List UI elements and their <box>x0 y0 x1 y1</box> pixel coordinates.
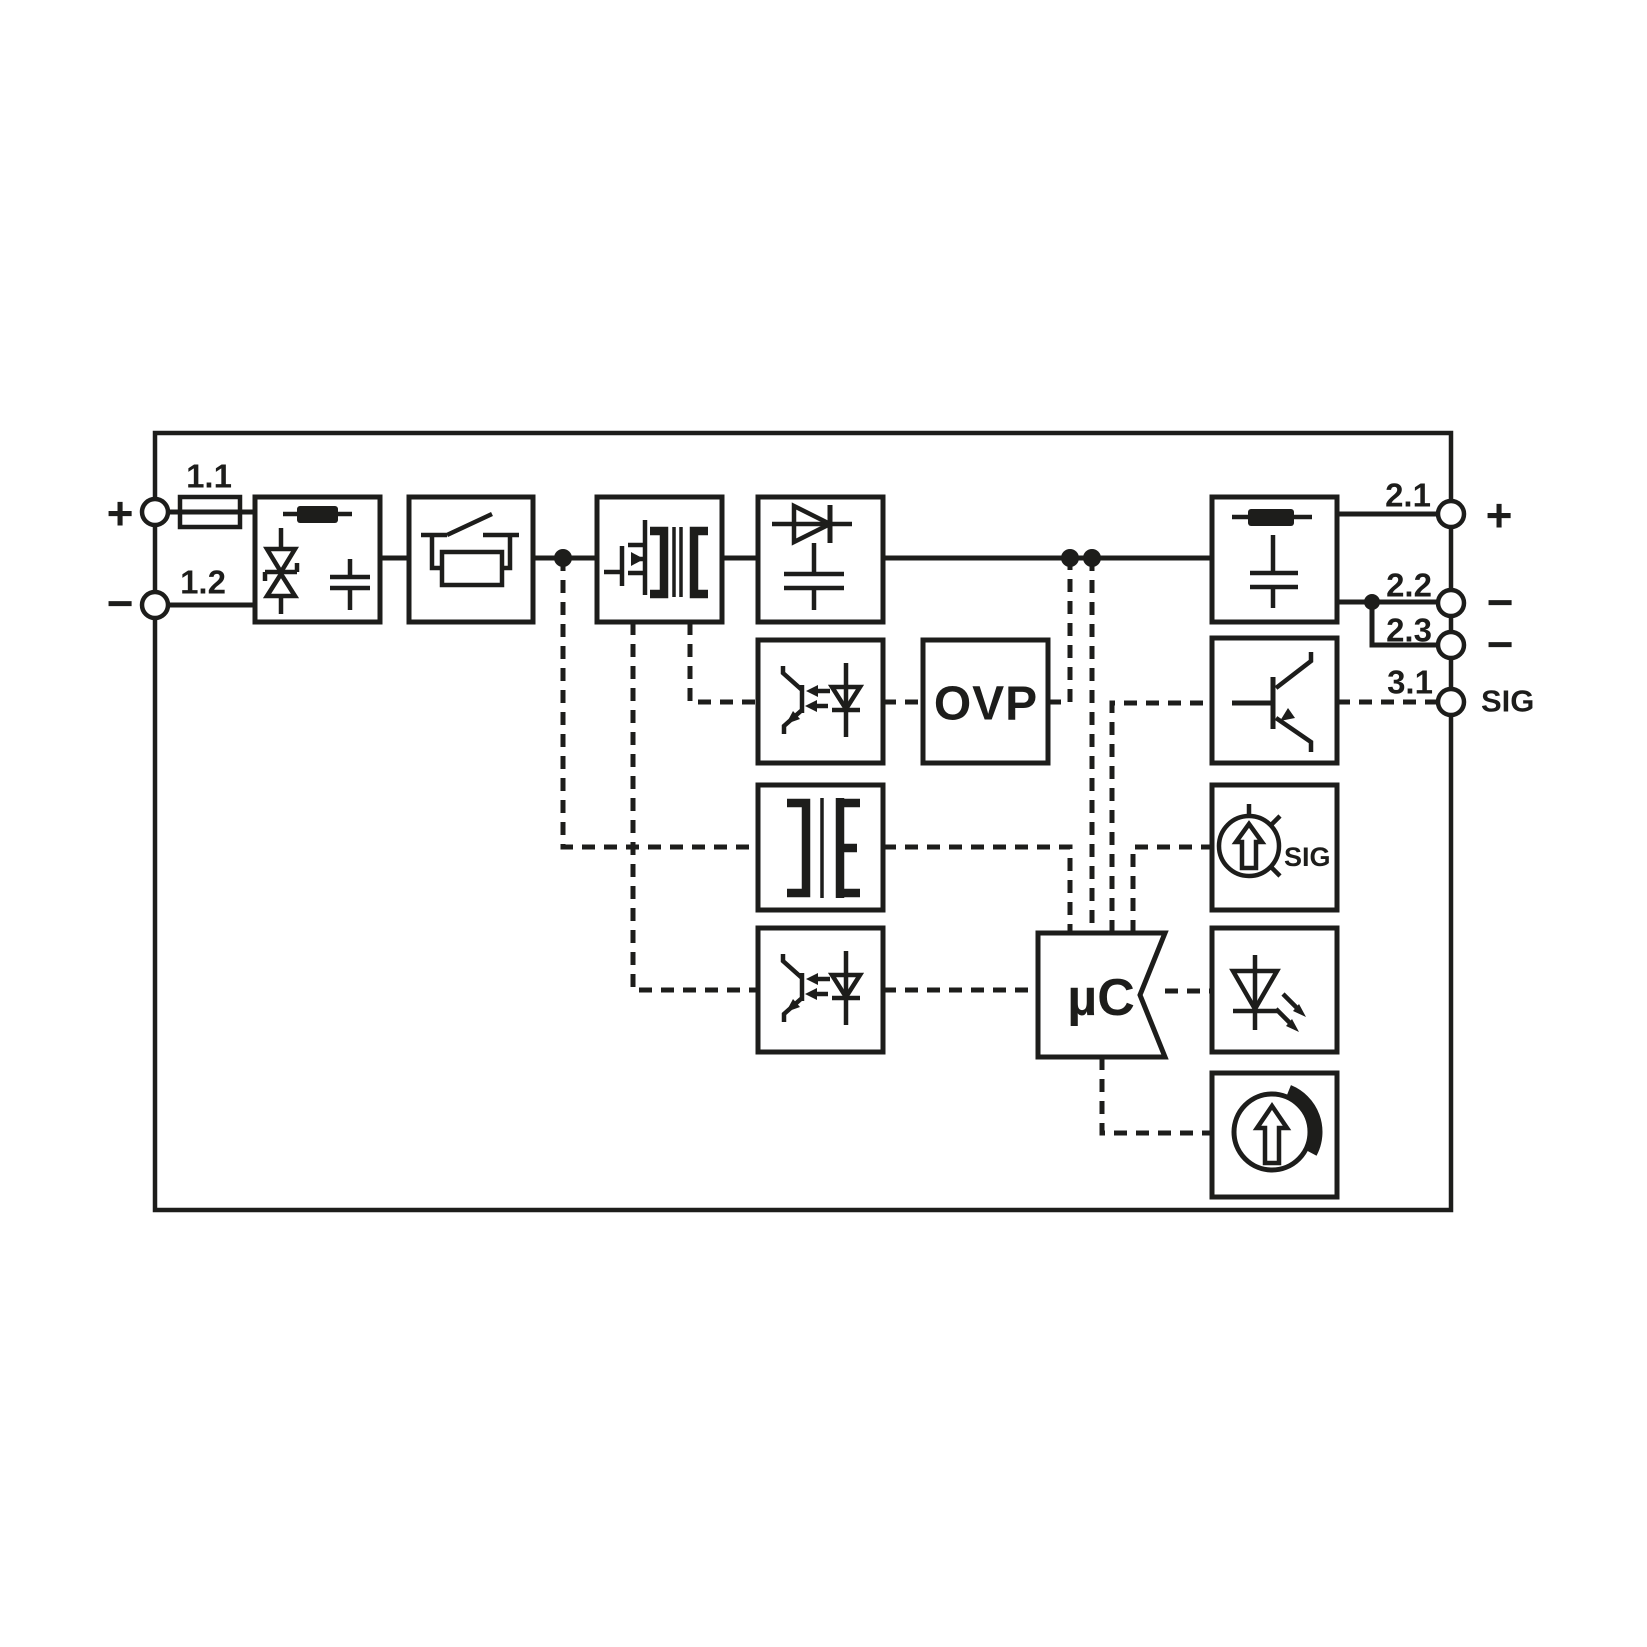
junction-dot <box>1061 549 1079 567</box>
block-microcontroller <box>1035 930 1169 1060</box>
inductor-icon <box>297 506 338 523</box>
ovp-label: OVP <box>934 678 1038 731</box>
terminal-2.1 <box>1435 498 1467 530</box>
block-inrush-limiter <box>406 494 536 625</box>
block-rectifier <box>755 494 886 625</box>
polarity-output-plus: + <box>1486 489 1513 541</box>
transistor-base <box>1232 677 1276 729</box>
led-triangle <box>1229 968 1281 1014</box>
tvs-diode-icon-lower <box>262 569 300 599</box>
capacitor-icon <box>784 543 844 610</box>
block-sig-trimmer <box>1209 782 1340 913</box>
junction-dots <box>554 549 1380 610</box>
led-triangle <box>827 972 865 1002</box>
junction-dot <box>1364 594 1380 610</box>
junction-dot <box>554 549 572 567</box>
terminal-3.1 <box>1435 686 1467 718</box>
potentiometer-icon <box>1231 1085 1323 1173</box>
polarity-input-plus: + <box>107 487 134 539</box>
tvs-diode-icon-upper <box>262 546 300 577</box>
signal-transformer-to-uc <box>883 844 1073 933</box>
isolation-transformer-icon <box>787 798 860 898</box>
potentiometer-knob-arc <box>1285 1085 1323 1156</box>
sig-trimmer-label: SIG <box>1284 842 1331 872</box>
signal-bus-to-isolation-transformer <box>560 558 758 850</box>
capacitor-icon <box>330 559 370 610</box>
light-arrow-head <box>806 685 818 697</box>
signal-uc-to-potentiometer <box>1099 1057 1212 1136</box>
output-filter-icon <box>1232 509 1312 608</box>
core-bracket-left <box>787 798 811 898</box>
signal-transistor-icon <box>1232 652 1314 752</box>
mosfet-arrow <box>631 552 644 566</box>
polarity-output-minus-1: − <box>1487 576 1514 628</box>
inrush-limiter-icon <box>421 511 519 588</box>
terminal-label-2.2: 2.2 <box>1386 567 1432 604</box>
transistor-collector-emitter <box>1274 652 1314 752</box>
led-triangle <box>827 684 865 714</box>
sig-trimmer-icon: SIG <box>1216 804 1331 879</box>
terminal-1.1 <box>139 496 171 528</box>
terminal-label-1.1: 1.1 <box>186 458 232 495</box>
terminal-2.2 <box>1435 587 1467 619</box>
trimmer-arrow-icon <box>1231 820 1267 871</box>
polarity-input-minus: − <box>107 577 134 629</box>
block-control-optocoupler <box>755 925 886 1055</box>
module-border <box>152 430 1454 1213</box>
transformer-winding-left <box>650 526 669 599</box>
terminal-label-2.1: 2.1 <box>1385 477 1431 514</box>
diode-icon <box>791 502 836 546</box>
light-arrow-head <box>805 988 817 1000</box>
block-feedback-optocoupler <box>755 637 886 766</box>
terminals <box>139 496 1467 718</box>
switching-stage-icon <box>604 520 708 599</box>
transformer-winding-right <box>689 526 708 599</box>
emission-arrow-head <box>1286 1019 1299 1032</box>
signal-ovp-to-bus <box>1048 558 1073 705</box>
trimmer-tick-marks <box>1246 804 1282 878</box>
block-ovp <box>920 637 1051 766</box>
phototransistor-arrow <box>786 999 800 1012</box>
signal-switchstage-to-opto2 <box>630 622 758 993</box>
mosfet-icon <box>604 520 648 595</box>
transistor-arrow <box>1280 708 1295 721</box>
signal-switchstage-to-opto1 <box>687 622 758 705</box>
terminal-2.3 <box>1435 629 1467 661</box>
transformer-core-lines <box>672 527 683 597</box>
terminal-label-3.1: 3.1 <box>1387 664 1433 701</box>
microcontroller-label: µC <box>1067 969 1135 1027</box>
phototransistor-arrow <box>786 711 800 724</box>
wire-output-23 <box>1369 602 1438 648</box>
light-arrow-head <box>806 973 818 985</box>
block-switching-stage <box>594 494 725 625</box>
switch-icon <box>421 511 519 571</box>
resistor-icon <box>439 549 505 588</box>
terminal-labels: 1.1 1.2 + − 2.1 2.2 2.3 3.1 + − − SIG <box>107 458 1535 719</box>
terminal-label-1.2: 1.2 <box>180 564 226 601</box>
status-led-icon <box>1229 955 1306 1032</box>
junction-dot <box>1083 549 1101 567</box>
polarity-output-minus-2: − <box>1487 618 1514 670</box>
signal-terminal-label: SIG <box>1481 684 1534 719</box>
signal-uc-to-transistor <box>1109 700 1212 933</box>
potentiometer-arrow-icon <box>1252 1102 1292 1166</box>
inductor-icon <box>1248 509 1294 526</box>
signal-uc-to-sig-trimmer <box>1130 844 1212 933</box>
signal-wires <box>560 558 1438 1136</box>
block-outlines <box>252 494 1340 1200</box>
capacitor-icon <box>1250 535 1298 608</box>
optocoupler-icon-control <box>780 951 865 1025</box>
optocoupler-icon-feedback <box>780 663 865 737</box>
terminal-1.2 <box>139 589 171 621</box>
input-protection-icon <box>262 506 370 614</box>
core-e-right <box>835 798 860 898</box>
block-status-led <box>1209 925 1340 1055</box>
terminal-label-2.3: 2.3 <box>1386 612 1432 649</box>
rectifier-icon <box>772 502 852 610</box>
light-arrow-head <box>805 700 817 712</box>
emission-arrow-head <box>1293 1004 1306 1017</box>
